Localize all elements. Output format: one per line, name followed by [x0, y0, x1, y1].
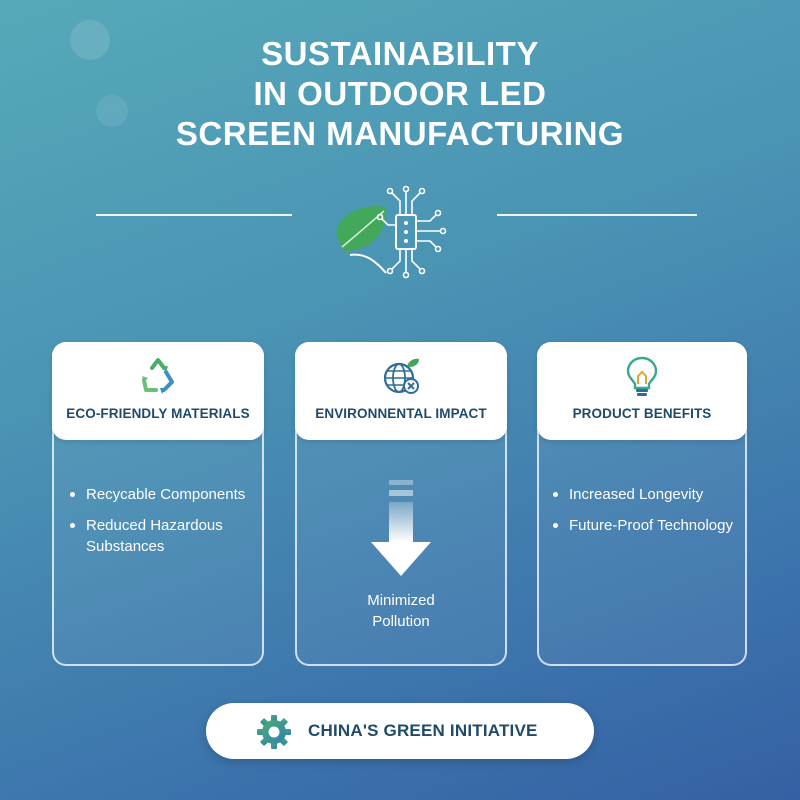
- impact-label: Minimized Pollution: [297, 590, 505, 632]
- globe-leaf-icon: [383, 358, 419, 394]
- card-environmental-impact: ENVIRONNENTAL IMPACT Minimized Pollution: [295, 342, 507, 666]
- divider-left: [96, 214, 292, 216]
- bullet-item: Recycable Components: [68, 484, 252, 505]
- recycle-icon: [142, 358, 174, 394]
- impact-label-line-2: Pollution: [372, 613, 430, 630]
- down-arrow-icon: [371, 480, 431, 576]
- bullet-item: Future-Proof Technology: [551, 515, 735, 536]
- divider-right: [497, 214, 697, 216]
- green-initiative-badge: CHINA'S GREEN INITIATIVE: [206, 703, 594, 759]
- lightbulb-icon: [626, 356, 658, 396]
- card-title: ECO-FRIENDLY MATERIALS: [66, 406, 250, 421]
- bokeh-decoration: [96, 95, 128, 127]
- card-header: ECO-FRIENDLY MATERIALS: [52, 342, 264, 440]
- page-title: SUSTAINABILITY IN OUTDOOR LED SCREEN MAN…: [0, 34, 800, 154]
- title-line-1: SUSTAINABILITY: [261, 35, 539, 72]
- card-header: PRODUCT BENEFITS: [537, 342, 747, 440]
- bullet-item: Reduced Hazardous Substances: [68, 515, 252, 557]
- card-eco-friendly-materials: ECO-FRIENDLY MATERIALS Recycable Compone…: [52, 342, 264, 666]
- card-header: ENVIRONNENTAL IMPACT: [295, 342, 507, 440]
- bokeh-decoration: [70, 20, 110, 60]
- card-product-benefits: PRODUCT BENEFITS Increased Longevity Fut…: [537, 342, 747, 666]
- bullet-list: Increased Longevity Future-Proof Technol…: [551, 484, 735, 546]
- title-line-2: IN OUTDOOR LED: [253, 75, 547, 112]
- leaf-circuit-chip-icon: [336, 185, 447, 279]
- green-initiative-label: CHINA'S GREEN INITIATIVE: [308, 721, 538, 740]
- bullet-list: Recycable Components Reduced Hazardous S…: [68, 484, 252, 567]
- impact-label-line-1: Minimized: [367, 592, 435, 609]
- card-title: ENVIRONNENTAL IMPACT: [315, 406, 487, 421]
- gear-icon: [257, 715, 291, 749]
- title-line-3: SCREEN MANUFACTURING: [175, 115, 625, 152]
- card-title: PRODUCT BENEFITS: [572, 406, 712, 421]
- bullet-item: Increased Longevity: [551, 484, 735, 505]
